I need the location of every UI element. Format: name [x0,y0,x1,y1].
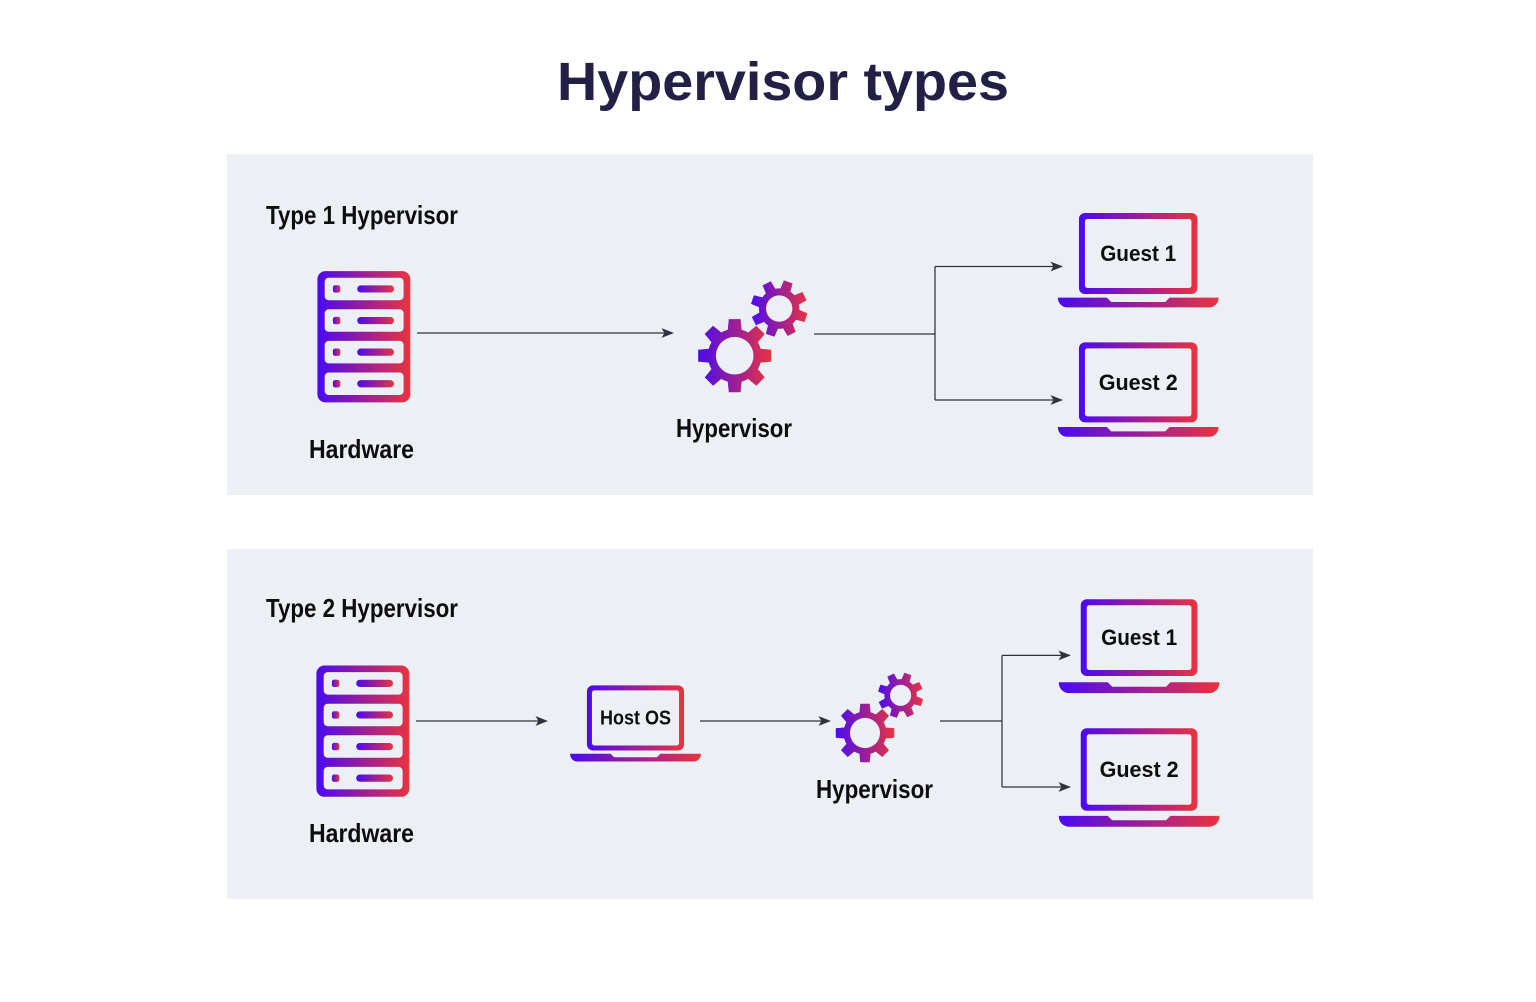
svg-text:Guest 2: Guest 2 [1099,370,1178,395]
svg-text:Hypervisor types: Hypervisor types [557,52,1009,112]
svg-text:Guest 1: Guest 1 [1100,241,1176,266]
svg-text:Type 2 Hypervisor: Type 2 Hypervisor [266,593,458,623]
svg-text:Guest 2: Guest 2 [1100,757,1179,782]
svg-text:Host OS: Host OS [600,707,671,729]
svg-text:Type 1 Hypervisor: Type 1 Hypervisor [266,200,458,230]
svg-text:Hypervisor: Hypervisor [816,774,933,804]
svg-text:Hardware: Hardware [309,818,414,848]
svg-text:Guest 1: Guest 1 [1101,625,1177,650]
svg-text:Hardware: Hardware [309,434,414,464]
svg-text:Hypervisor: Hypervisor [676,413,792,443]
